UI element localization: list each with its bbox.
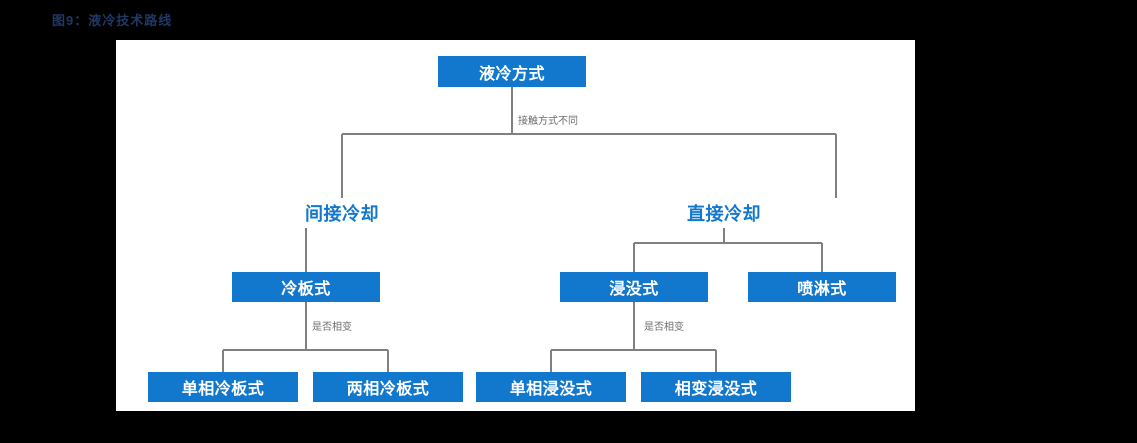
node-cold-plate[interactable]: 冷板式 (232, 272, 380, 302)
connector-lines (222, 87, 837, 372)
node-immersion[interactable]: 浸没式 (560, 272, 708, 302)
node-two-phase-cold-plate[interactable]: 两相冷板式 (313, 372, 463, 402)
node-liquid-cooling-method[interactable]: 液冷方式 (438, 56, 586, 87)
node-direct-cooling[interactable]: 直接冷却 (687, 204, 761, 224)
node-single-phase-immersion[interactable]: 单相浸没式 (476, 372, 626, 402)
node-single-phase-cold-plate[interactable]: 单相冷板式 (148, 372, 298, 402)
edge-label-contact-method: 接触方式不同 (518, 116, 578, 127)
edge-label-phase-change-left: 是否相变 (312, 322, 352, 333)
edge-label-phase-change-right: 是否相变 (644, 322, 684, 333)
node-indirect-cooling[interactable]: 间接冷却 (305, 204, 379, 224)
node-phase-change-immersion[interactable]: 相变浸没式 (641, 372, 791, 402)
diagram-canvas: 液冷方式 间接冷却 直接冷却 冷板式 浸没式 喷淋式 单相冷板式 两相冷板式 单… (116, 40, 915, 411)
node-spray[interactable]: 喷淋式 (748, 272, 896, 302)
figure-caption: 图9：液冷技术路线 (52, 13, 173, 28)
